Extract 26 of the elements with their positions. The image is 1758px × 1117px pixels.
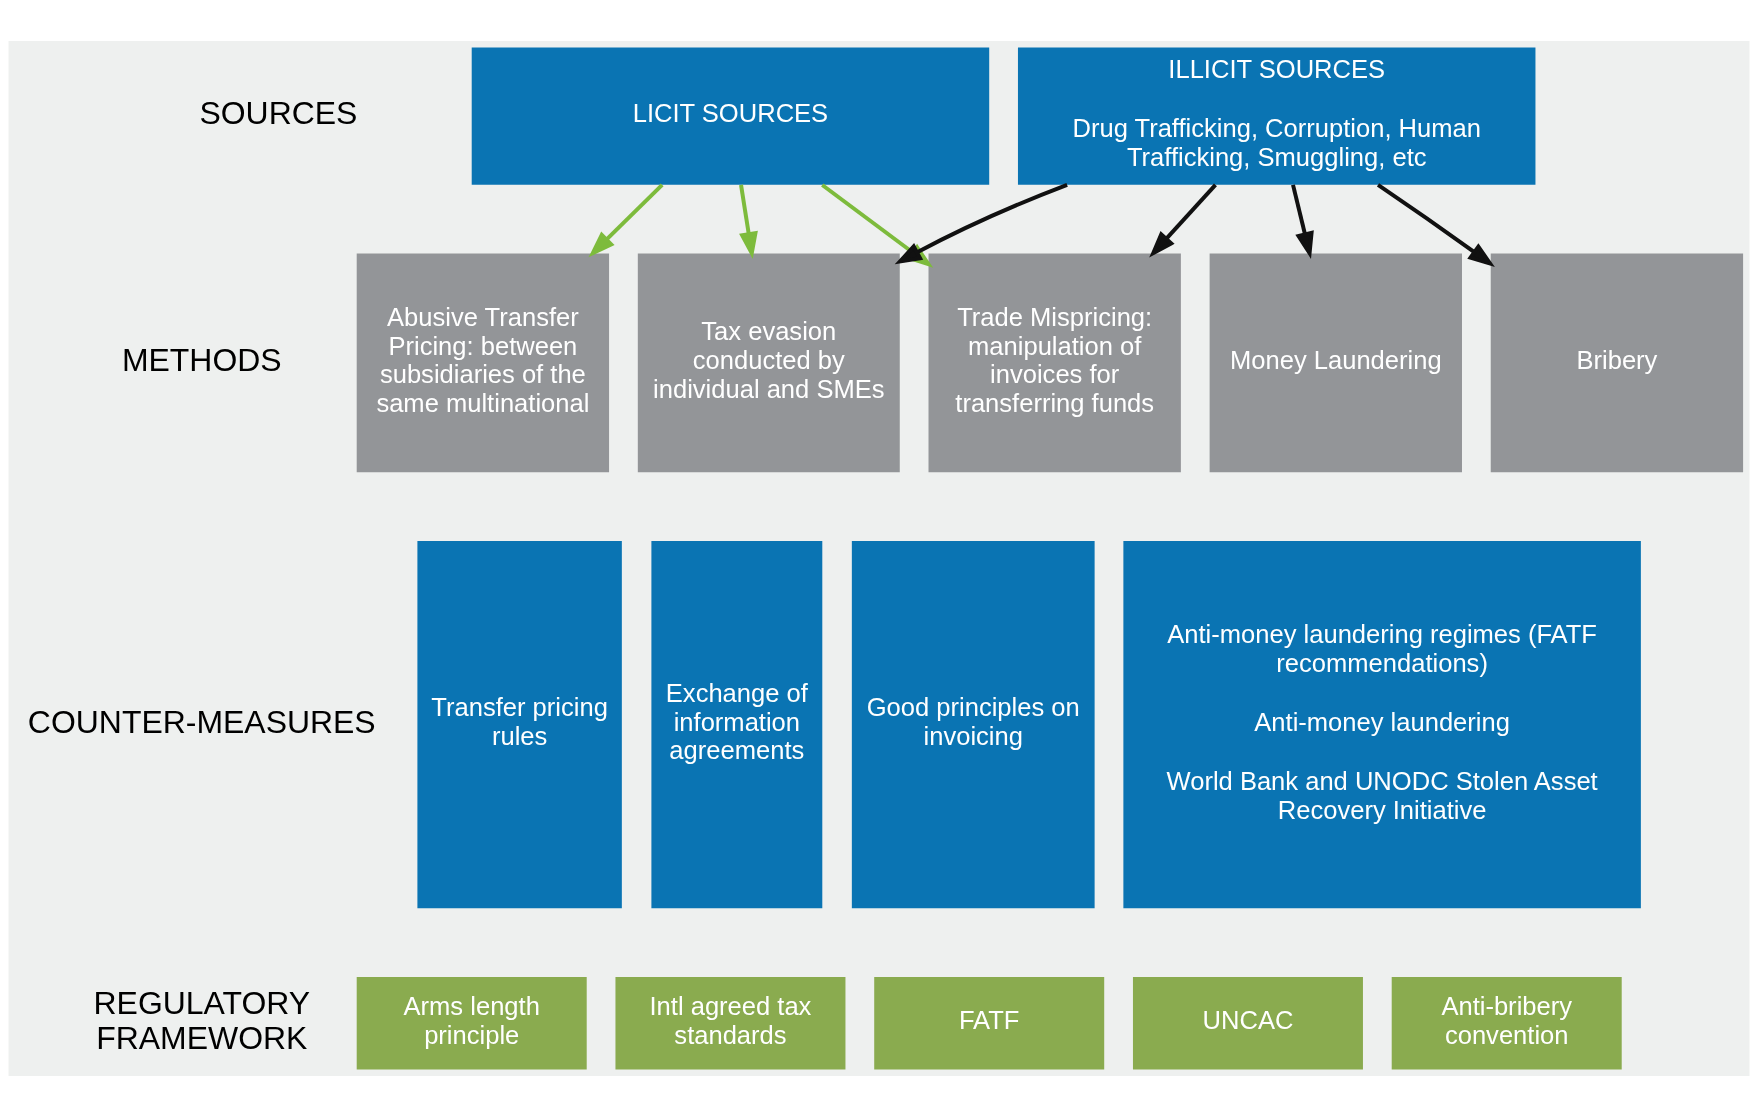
- node-box: Anti-bribery convention: [1391, 976, 1622, 1070]
- node-box: Money Laundering: [1209, 253, 1462, 473]
- node-box: Tax evasion conducted by individual and SMEs: [637, 253, 900, 473]
- arrow: [739, 184, 758, 260]
- node-box: Good principles on invoicing: [851, 540, 1095, 909]
- node-box: Anti-money laundering regimes (FATF recommendations) Anti-money laundering World Bank and UNODC Stolen Asset Recovery Initiative: [1123, 540, 1641, 909]
- arrow: [588, 183, 664, 258]
- node-box: UNCAC: [1132, 976, 1363, 1070]
- node-box: Bribery: [1490, 253, 1744, 473]
- arrow: [1149, 183, 1217, 258]
- node-box: Trade Mispricing: manipulation of invoices for transferring funds: [928, 253, 1181, 473]
- node-box: Abusive Transfer Pricing: between subsidiaries of the same multinational: [356, 253, 610, 473]
- node-box: Transfer pricing rules: [417, 540, 622, 909]
- node-box: ILLICIT SOURCES Drug Trafficking, Corruption, Human Trafficking, Smuggling, etc: [1017, 47, 1536, 185]
- label: METHODS: [121, 341, 282, 378]
- node-box: Arms length principle: [356, 976, 587, 1070]
- node-box: Intl agreed tax standards: [615, 976, 846, 1070]
- arrow: [1376, 183, 1495, 267]
- node-box: LICIT SOURCES: [471, 47, 990, 185]
- arrow: [894, 182, 1068, 265]
- arrow: [1291, 184, 1314, 259]
- label: SOURCES: [199, 95, 358, 132]
- node-box: Exchange of information agreements: [651, 540, 823, 909]
- label: REGULATORY FRAMEWORK: [93, 984, 311, 1056]
- label: COUNTER-MEASURES: [27, 703, 376, 740]
- node-box: FATF: [874, 976, 1105, 1070]
